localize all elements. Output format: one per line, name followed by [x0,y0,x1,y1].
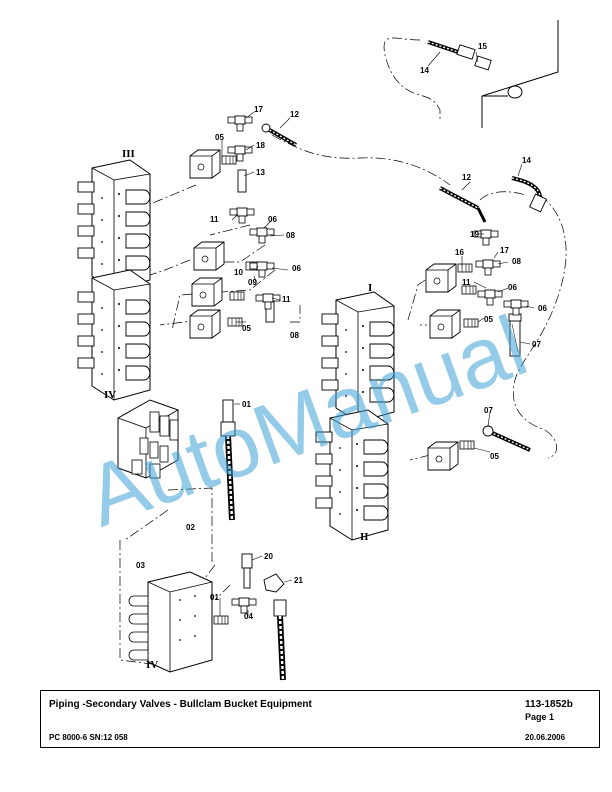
tee-fitting [255,293,281,310]
part-label: 07 [532,340,541,349]
part-label: 01 [210,593,219,602]
fitting [213,615,229,625]
part-label: 07 [484,406,493,415]
part-label: 15 [478,42,487,51]
part-label: 08 [290,331,299,340]
part-label: 12 [462,173,471,182]
part-label: 06 [292,264,301,273]
fitting [459,440,475,450]
part-label: 06 [508,283,517,292]
cab-outline [481,20,559,128]
part-label: 04 [244,612,253,621]
part-label: 06 [538,304,547,313]
part-label: 21 [294,576,303,585]
part-number-labels: 14 15 12 17 05 18 13 11 06 08 10 09 06 1… [136,42,547,621]
control-valve-III [77,159,151,291]
valve-body [425,263,457,293]
part-label: 08 [512,257,521,266]
part-label: 09 [248,278,257,287]
parts-diagram: III IV I II IV 14 15 12 17 05 18 13 11 0… [75,20,567,681]
part-label: 11 [210,215,219,224]
leader-lines [219,51,535,616]
valve-body [189,309,221,339]
valve-body [191,277,223,307]
part-label: 08 [286,231,295,240]
fitting [461,285,477,295]
part-label: 11 [282,295,291,304]
part-label: 01 [242,400,251,409]
part-label: 20 [264,552,273,561]
valve-body [427,441,459,471]
part-label: 02 [186,523,195,532]
part-label: 03 [136,561,145,570]
part-label: 05 [215,133,224,142]
part-label: 12 [290,110,299,119]
valve-label-IV: IV [104,389,116,401]
pilot-valve-stack [117,399,179,479]
adapter [241,553,253,569]
part-label: 05 [242,324,251,333]
lower-valve-block [128,571,213,673]
valve-label-IV-lower: IV [146,659,158,671]
hose-assemblies [220,40,547,681]
document-number: 113-1852b [525,699,573,710]
tee-fitting [231,597,257,614]
page-number: Page 1 [525,712,555,722]
elbow-fitting [263,573,285,593]
tee-fitting [229,207,255,224]
part-label: 11 [462,278,471,287]
tee-fitting [249,227,275,244]
adapter [243,567,251,589]
part-label: 14 [522,156,531,165]
valve-label-III: III [122,148,135,160]
fitting [221,155,237,165]
machine-model: PC 8000-6 SN:12 058 [49,733,128,742]
part-label: 10 [234,268,243,277]
part-label: 05 [484,315,493,324]
part-label: 16 [455,248,464,257]
valve-label-II: II [360,531,369,543]
part-label: 17 [500,246,509,255]
valve-body [189,149,221,179]
part-label: 18 [256,141,265,150]
document-date: 20.06.2006 [525,733,566,742]
tee-fitting [475,259,501,276]
control-valve-IV [77,269,151,401]
fitting [229,291,245,301]
valve-label-I: I [368,282,372,294]
valve-body [193,241,225,271]
part-label: 13 [256,168,265,177]
drawing-title: Piping -Secondary Valves - Bullclam Buck… [49,699,312,710]
part-label: 14 [420,66,429,75]
part-label: 19 [470,230,479,239]
part-label: 17 [254,105,263,114]
tee-fitting [227,115,253,132]
fitting [457,263,473,273]
title-block: Piping -Secondary Valves - Bullclam Buck… [40,690,600,748]
part-label: 05 [490,452,499,461]
part-label: 06 [268,215,277,224]
